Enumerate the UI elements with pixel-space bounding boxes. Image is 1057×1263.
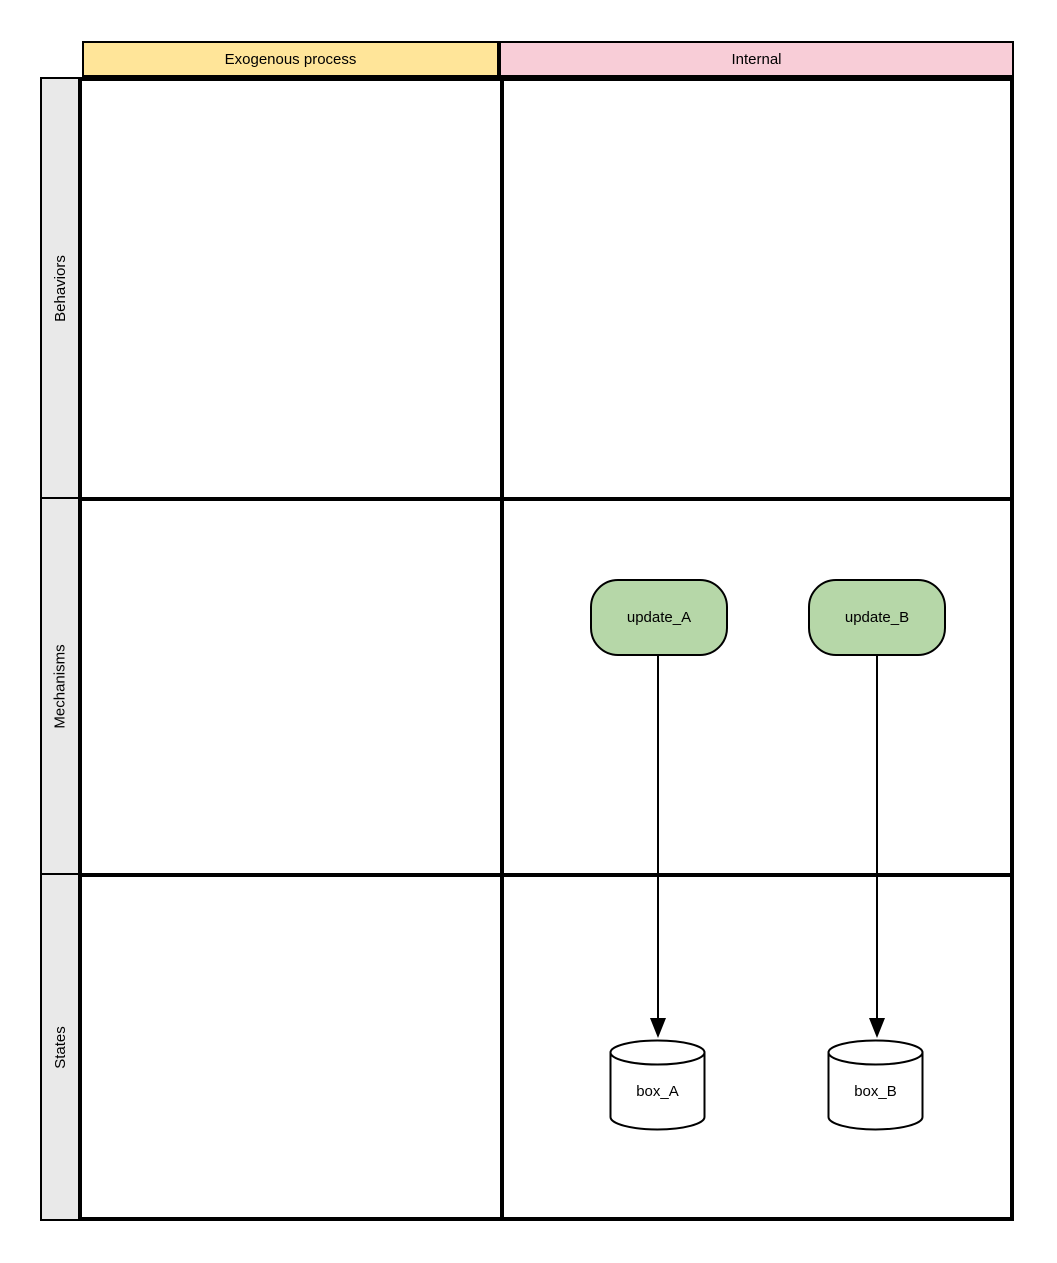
arrow-down-icon [869, 1018, 885, 1038]
cell-states-internal [504, 877, 1010, 1217]
edge-updateA-to-boxA-line [657, 655, 659, 1019]
cell-mechanisms-exogenous [82, 501, 500, 873]
node-update-b-label: update_B [844, 609, 910, 626]
cell-states-exogenous [82, 877, 500, 1217]
row-header-mechanisms: Mechanisms [40, 497, 80, 875]
node-update-b: update_B [808, 579, 946, 656]
row-header-behaviors-label: Behaviors [51, 254, 69, 322]
row-header-behaviors: Behaviors [40, 77, 80, 499]
node-update-a: update_A [590, 579, 728, 656]
edge-updateB-to-boxB-line [876, 655, 878, 1019]
column-header-internal-label: Internal [731, 50, 782, 68]
column-header-exogenous-process-label: Exogenous process [224, 50, 357, 68]
node-box-b: box_B [827, 1039, 924, 1131]
column-header-exogenous-process: Exogenous process [82, 41, 499, 77]
row-header-states: States [40, 873, 80, 1221]
node-box-b-label: box_B [854, 1083, 897, 1100]
arrow-down-icon [650, 1018, 666, 1038]
row-header-mechanisms-label: Mechanisms [51, 643, 69, 729]
cell-behaviors-exogenous [82, 81, 500, 497]
node-box-a: box_A [609, 1039, 706, 1131]
node-update-a-label: update_A [626, 609, 692, 626]
matrix-grid [78, 77, 1014, 1221]
cylinder-icon [609, 1039, 706, 1131]
cell-mechanisms-internal [504, 501, 1010, 873]
cylinder-icon [827, 1039, 924, 1131]
row-header-states-label: States [51, 1025, 69, 1069]
column-header-internal: Internal [499, 41, 1014, 77]
cell-behaviors-internal [504, 81, 1010, 497]
node-box-a-label: box_A [636, 1083, 679, 1100]
